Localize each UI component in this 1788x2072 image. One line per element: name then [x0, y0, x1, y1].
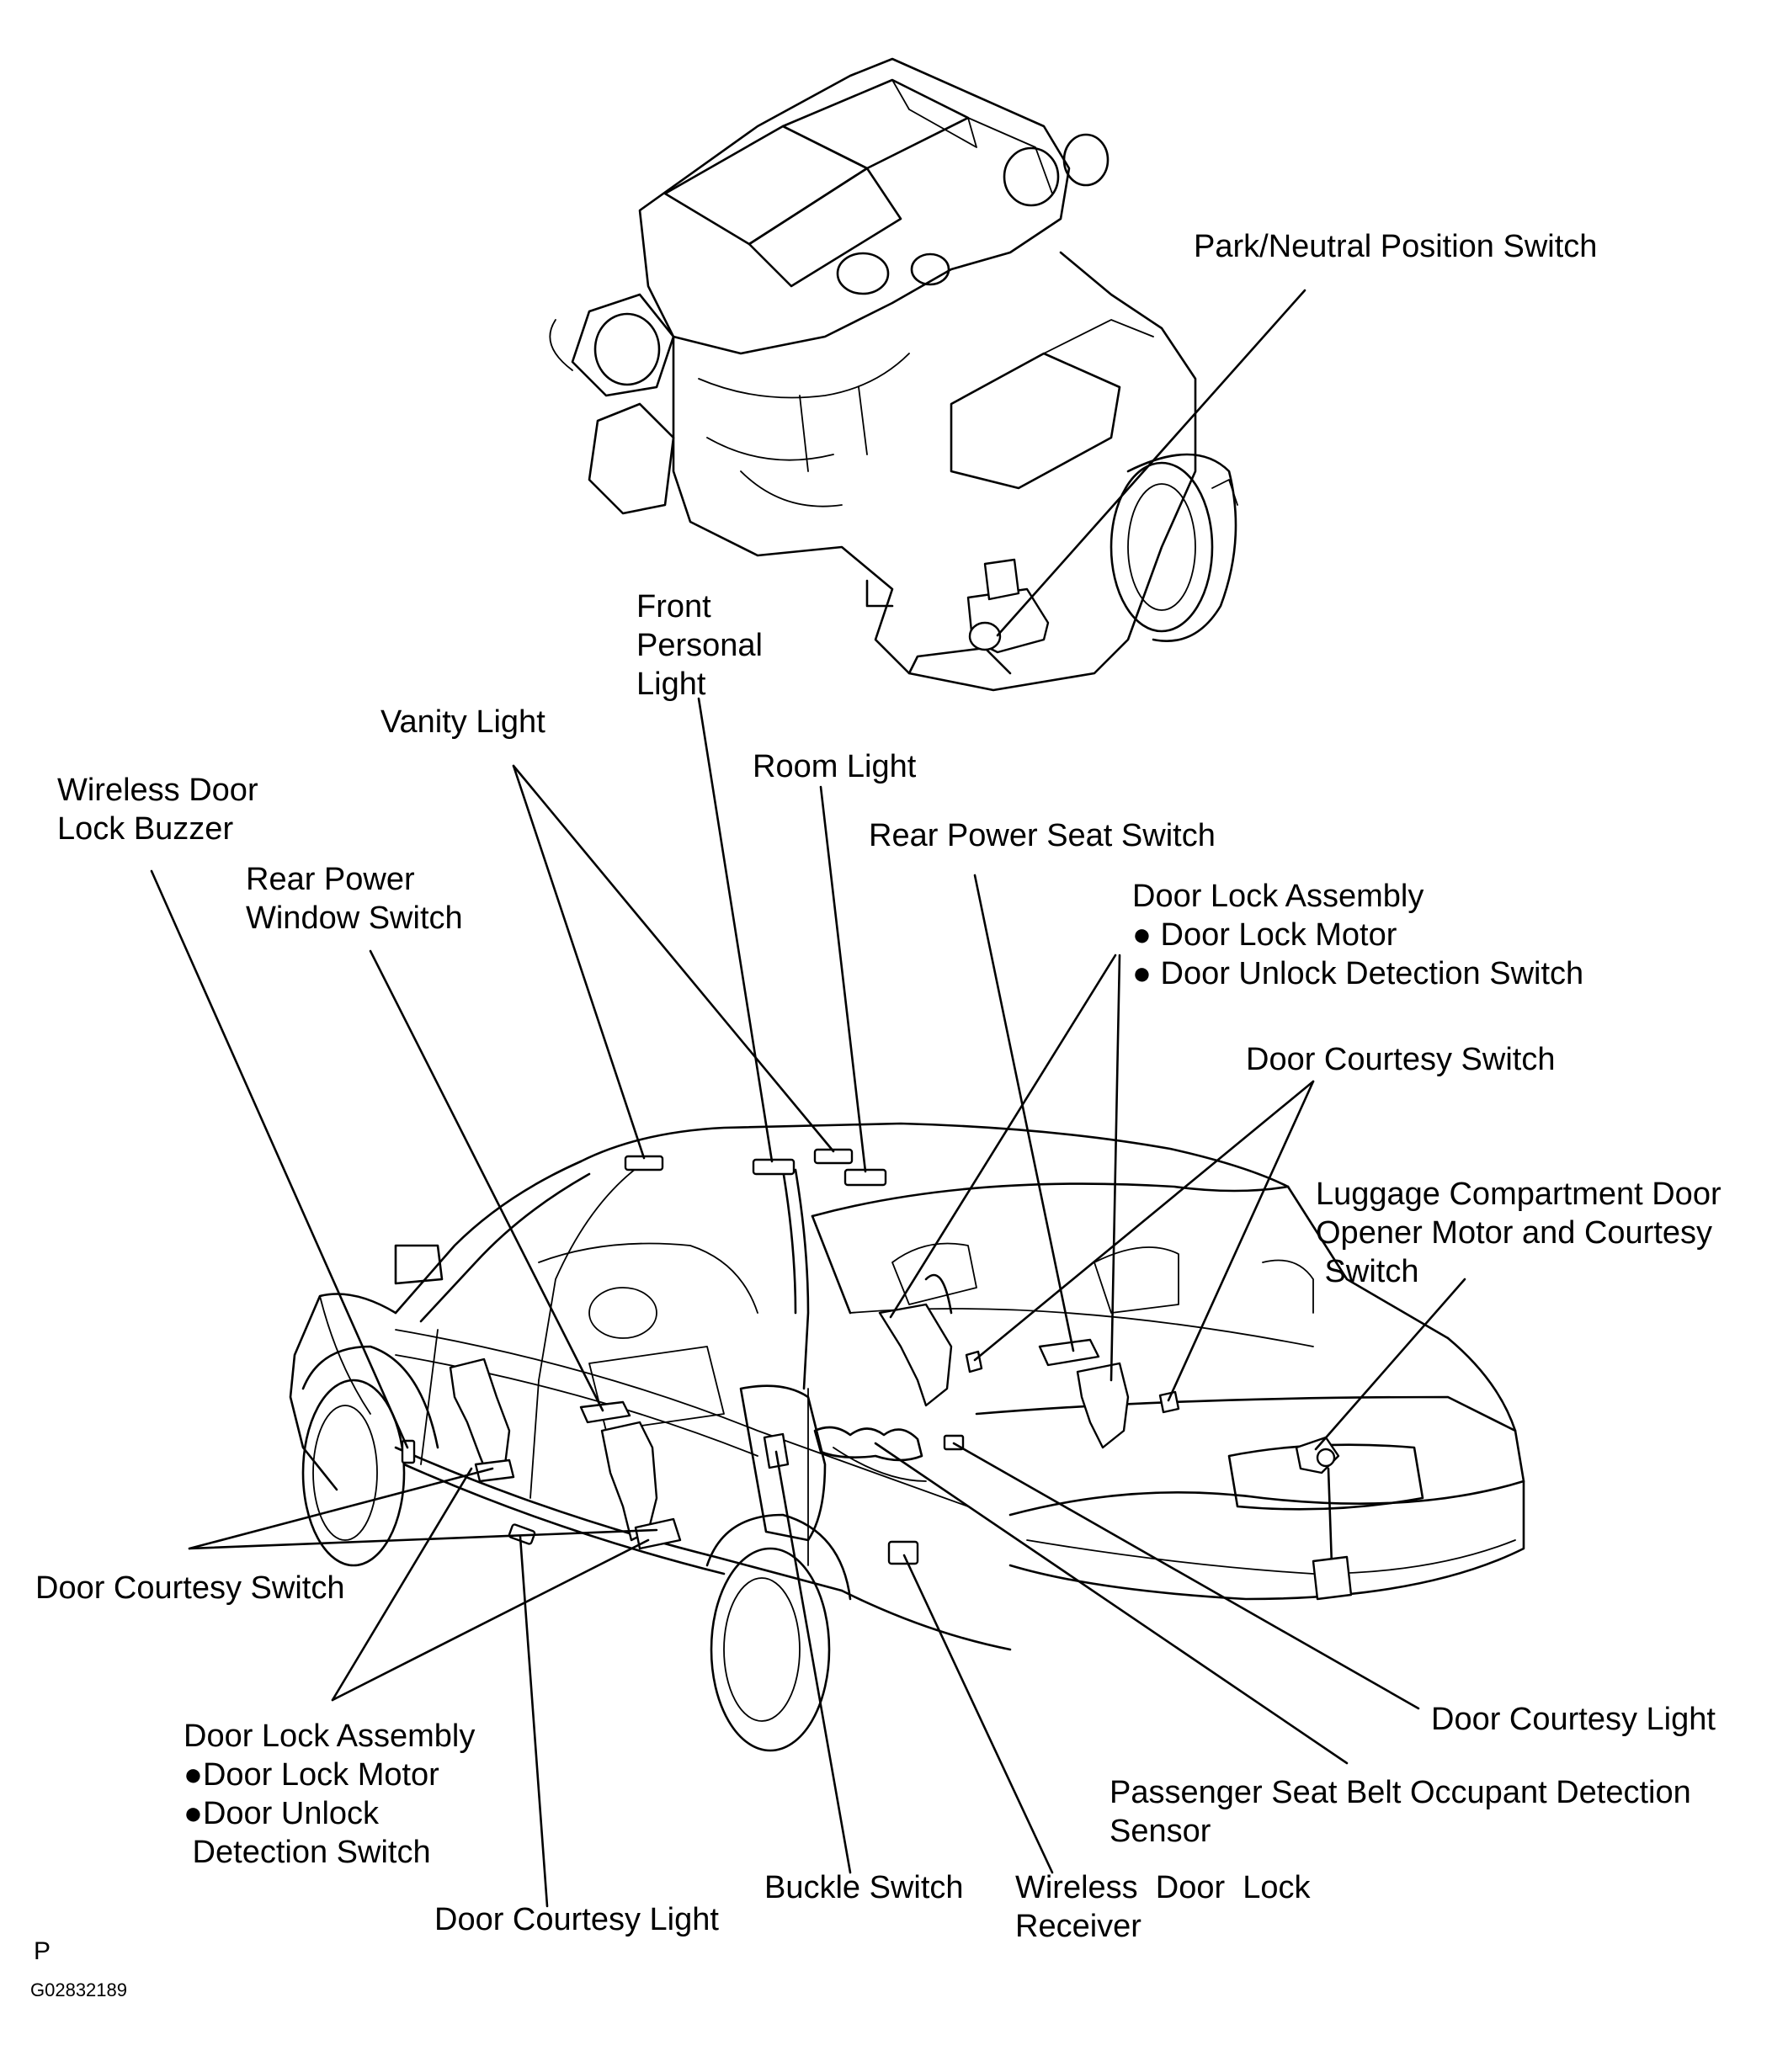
- rear-window-switch: [579, 1400, 631, 1424]
- leader-door-lock-right-b: [1110, 954, 1121, 1382]
- footer-marker: P: [34, 1937, 51, 1965]
- figure-code: G02832189: [30, 1979, 127, 2000]
- leader-courtesy-light-right: [952, 1442, 1420, 1710]
- label-line: Light: [636, 667, 706, 702]
- label-line: Detection Switch: [184, 1835, 431, 1870]
- label-line: ● Door Lock Motor: [1132, 917, 1397, 953]
- label-door-courtesy-light-left: Door Courtesy Light: [434, 1902, 719, 1937]
- label-line: Door Lock Assembly: [184, 1719, 476, 1754]
- rear-door-lock-assembly: [600, 1421, 658, 1542]
- label-rear-power-seat-switch: Rear Power Seat Switch: [869, 818, 1216, 853]
- leader-room: [819, 785, 867, 1173]
- leader-courtesy-light-left: [519, 1535, 549, 1908]
- leader-courtesy-switch-left-a: [188, 1467, 494, 1550]
- label-line: Door Lock Assembly: [1132, 879, 1424, 914]
- label-door-courtesy-switch-right: Door Courtesy Switch: [1246, 1042, 1556, 1077]
- seat-belt-sensor-harness: [813, 1426, 923, 1462]
- vehicle-body-illustration: [289, 1122, 1525, 1752]
- label-line: Passenger Seat Belt Occupant Detection: [1110, 1775, 1691, 1810]
- front-personal-light: [752, 1158, 796, 1176]
- label-park-neutral-switch: Park/Neutral Position Switch: [1194, 229, 1598, 264]
- label-line: Luggage Compartment Door: [1316, 1177, 1721, 1212]
- label-door-courtesy-switch-left: Door Courtesy Switch: [35, 1570, 345, 1606]
- label-wireless-door-lock-receiver: Wireless Door Lock Receiver: [1015, 1868, 1311, 1946]
- leader-wireless-buzzer: [150, 869, 409, 1449]
- label-line: Switch: [1316, 1254, 1419, 1289]
- leader-vanity-right: [512, 764, 835, 1153]
- leader-lines: [150, 289, 1466, 1908]
- label-luggage-compartment: Luggage Compartment Door Opener Motor an…: [1316, 1175, 1721, 1291]
- leader-rear-seat-switch: [973, 874, 1075, 1352]
- right-door-lock-assembly-1: [878, 1303, 953, 1407]
- right-door-lock-assembly-2: [1076, 1362, 1130, 1449]
- label-rear-power-window-switch: Rear Power Window Switch: [246, 860, 463, 938]
- leader-door-lock-left-a: [331, 1467, 473, 1702]
- label-line: Personal: [636, 628, 763, 663]
- label-door-lock-assembly-right: Door Lock Assembly ● Door Lock Motor ● D…: [1132, 877, 1583, 993]
- label-wireless-door-lock-buzzer: Wireless Door Lock Buzzer: [57, 771, 258, 848]
- leader-park-neutral: [996, 289, 1306, 637]
- label-line: Opener Motor and Courtesy: [1316, 1215, 1713, 1251]
- label-line: Wireless Door Lock: [1015, 1870, 1311, 1905]
- label-door-courtesy-light-right: Door Courtesy Light: [1431, 1702, 1716, 1737]
- label-line: ●Door Lock Motor: [184, 1757, 439, 1793]
- wireless-receiver-part: [887, 1540, 919, 1565]
- leader-door-lock-left-b: [331, 1538, 650, 1702]
- label-line: Receiver: [1015, 1909, 1141, 1944]
- leader-wireless-receiver: [902, 1554, 1054, 1874]
- leader-luggage: [1314, 1278, 1466, 1451]
- label-door-lock-assembly-left: Door Lock Assembly ●Door Lock Motor ●Doo…: [184, 1717, 475, 1872]
- leader-front-personal: [697, 697, 774, 1163]
- label-line: ●Door Unlock: [184, 1796, 380, 1831]
- label-room-light: Room Light: [753, 749, 917, 784]
- label-passenger-seat-belt-sensor: Passenger Seat Belt Occupant Detection S…: [1110, 1773, 1691, 1851]
- leader-vanity-left: [512, 764, 646, 1160]
- label-line: Rear Power: [246, 862, 415, 897]
- wireless-buzzer-part: [401, 1439, 416, 1464]
- label-line: Lock Buzzer: [57, 811, 234, 847]
- label-vanity-light: Vanity Light: [380, 704, 545, 740]
- label-line: Front: [636, 589, 711, 624]
- engine-transmission-illustration: [549, 57, 1238, 692]
- leader-courtesy-switch-right-b: [1167, 1080, 1315, 1402]
- leader-buckle: [774, 1450, 852, 1874]
- leader-door-lock-right-a: [889, 954, 1117, 1319]
- label-front-personal-light: Front Personal Light: [636, 587, 763, 704]
- label-line: Sensor: [1110, 1814, 1211, 1849]
- leader-courtesy-switch-right-a: [973, 1080, 1315, 1362]
- component-parts: [401, 1148, 1353, 1601]
- leader-seat-belt-sensor: [874, 1442, 1349, 1765]
- leader-rear-window-switch: [369, 949, 604, 1412]
- leader-courtesy-switch-left-b: [188, 1528, 658, 1550]
- label-line: Window Switch: [246, 901, 463, 936]
- label-line: Wireless Door: [57, 773, 258, 808]
- label-line: ● Door Unlock Detection Switch: [1132, 956, 1584, 991]
- label-buckle-switch: Buckle Switch: [764, 1870, 964, 1905]
- door-courtesy-switch-right-part: [965, 1350, 983, 1373]
